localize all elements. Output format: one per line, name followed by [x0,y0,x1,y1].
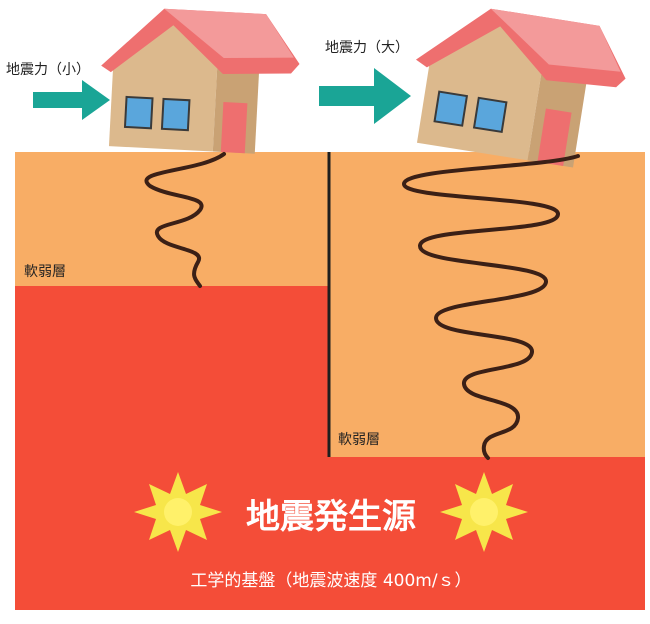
soft-layer-label-right: 軟弱層 [338,432,380,448]
house-icon [101,8,300,154]
house-icon [415,8,626,168]
force-small-label: 地震力（小） [6,62,90,78]
arrow-right-icon [33,80,110,120]
arrow-right-icon [319,68,411,124]
wave-icon [401,154,580,460]
burst-icon-center [470,498,498,526]
wave-icon [144,152,226,288]
soft-layer-right [329,152,645,457]
source-title: 地震発生源 [246,497,416,537]
bedrock-label: 工学的基盤（地震波速度 400m/ｓ） [190,571,471,591]
soft-layer-label-left: 軟弱層 [24,264,66,280]
force-large-label: 地震力（大） [325,40,409,56]
bedrock-left [15,286,329,610]
burst-icon-center [164,498,192,526]
soft-layer-left [15,152,329,286]
